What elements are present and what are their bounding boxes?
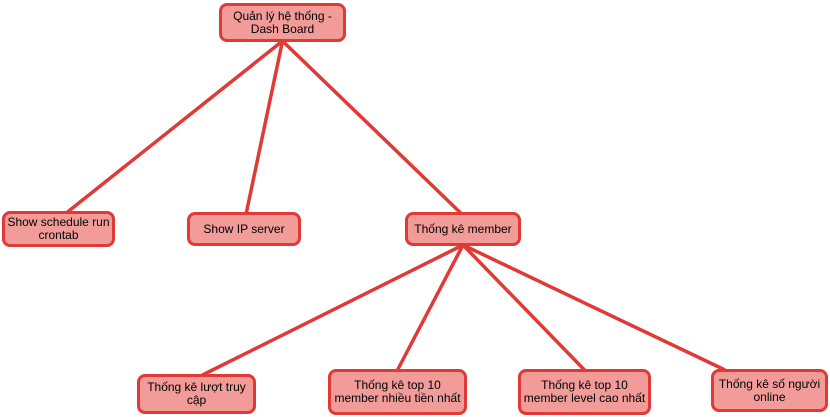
node-member-stats[interactable]: Thống kê member bbox=[405, 212, 521, 246]
node-top-money[interactable]: Thống kê top 10 member nhiều tiền nhất bbox=[328, 369, 467, 415]
edge-member_stats-visits bbox=[201, 243, 464, 377]
node-top-level[interactable]: Thống kê top 10 member level cao nhất bbox=[518, 369, 651, 415]
edge-member_stats-top_money bbox=[395, 244, 465, 371]
edge-member_stats-top_level bbox=[461, 243, 586, 372]
node-schedule[interactable]: Show schedule run crontab bbox=[2, 211, 115, 247]
edge-root-ip_server bbox=[244, 40, 285, 214]
edge-member_stats-online bbox=[462, 243, 726, 372]
node-ip-server[interactable]: Show IP server bbox=[187, 212, 301, 246]
edge-root-schedule bbox=[66, 39, 284, 214]
node-root[interactable]: Quản lý hệ thống - Dash Board bbox=[219, 3, 346, 42]
edge-root-member_stats bbox=[281, 39, 462, 215]
node-visits[interactable]: Thống kê lượt truy cập bbox=[137, 374, 256, 414]
node-online[interactable]: Thống kê số người online bbox=[711, 369, 828, 412]
